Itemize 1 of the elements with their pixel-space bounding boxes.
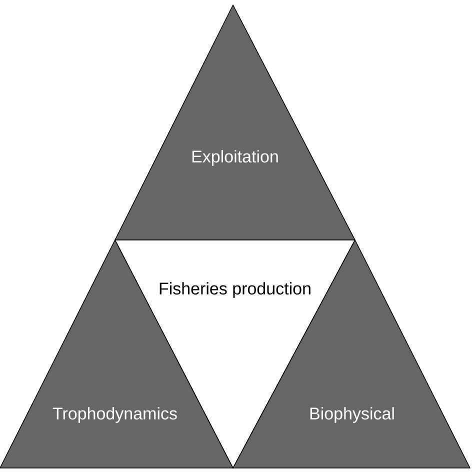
- triangle-section: Exploitation: [114, 4, 356, 240]
